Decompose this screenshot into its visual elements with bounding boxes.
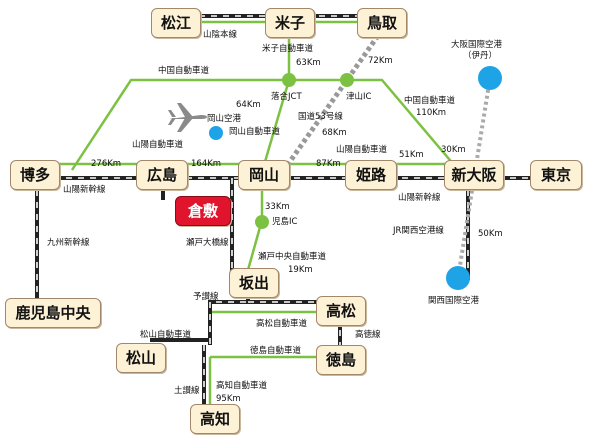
label-tokushima-exp: 徳島自動車道 [250,346,302,356]
label-d30: 30Km [441,145,466,155]
city-kagoshima-chuo[interactable]: 鹿児島中央 [5,298,101,328]
label-d110: 110Km [416,108,447,118]
tsuyama-ic-marker [340,73,354,87]
label-chugoku-west: 中国自動車道 [158,66,210,76]
label-sanin-line: 山陰本線 [203,30,238,40]
label-d51: 51Km [399,150,424,160]
label-dosan: 土讃線 [174,386,200,396]
airplane-icon [168,103,207,132]
label-chugoku-east: 中国自動車道 [404,96,456,106]
label-d50: 50Km [478,229,503,239]
label-route53: 国道53号線 [298,112,343,122]
label-ochiai-jct: 落合JCT [271,92,302,102]
label-kyushu: 九州新幹線 [47,238,90,248]
city-matsue[interactable]: 松江 [151,8,201,38]
label-sanyo-exp-east: 山陽自動車道 [336,145,388,155]
label-itami: （伊丹） [463,51,498,61]
chugoku-expressway [70,78,461,173]
city-sakaide[interactable]: 坂出 [229,268,279,298]
label-jr-kanku: JR関西空港線 [393,226,444,236]
label-shinkansen-west: 山陽新幹線 [63,185,106,195]
city-matsuyama[interactable]: 松山 [116,343,166,373]
label-tsuyama-ic: 津山IC [346,92,372,102]
label-takamatsu-exp: 高松自動車道 [256,319,308,329]
city-tokyo[interactable]: 東京 [530,160,582,190]
label-matsuyama-exp: 松山自動車道 [140,330,192,340]
airport-link [456,77,492,279]
label-d68: 68Km [322,128,347,138]
label-d33: 33Km [265,202,290,212]
label-kojima-ic: 児島IC [272,217,298,227]
label-yonago-exp: 米子自動車道 [262,44,314,54]
route-53 [281,28,385,172]
label-d276: 276Km [91,159,122,169]
city-kurashiki[interactable]: 倉敷 [175,196,231,226]
city-hiroshima[interactable]: 広島 [136,160,188,190]
city-okayama[interactable]: 岡山 [238,160,290,190]
city-shin-osaka[interactable]: 新大阪 [444,160,504,190]
ochiai-jct-marker [282,73,296,87]
city-takamatsu[interactable]: 高松 [316,296,366,326]
okayama-airport-marker [209,126,223,140]
city-yonago[interactable]: 米子 [265,8,315,38]
city-tottori[interactable]: 鳥取 [357,8,407,38]
label-seto-bridge: 瀬戸大橋線 [186,238,229,248]
label-yosan: 予讃線 [193,292,219,302]
label-sanyo-exp-west: 山陽自動車道 [132,140,184,150]
label-seto-exp: 瀬戸中央自動車道 [258,252,327,262]
kansai-airport-marker [446,266,470,290]
city-tokushima[interactable]: 徳島 [316,345,366,375]
label-okayama-airport: 岡山空港 [207,114,242,124]
label-kotoku: 高徳線 [355,330,381,340]
label-d87: 87Km [316,159,341,169]
label-okayama-exp: 岡山自動車道 [229,127,281,137]
label-kochi-exp: 高知自動車道 [216,381,268,391]
label-d63: 63Km [296,58,321,68]
label-kansai-airport: 関西国際空港 [428,296,480,306]
city-himeji[interactable]: 姫路 [345,160,397,190]
osaka-airport-marker [478,66,502,90]
label-shinkansen-east: 山陽新幹線 [398,193,441,203]
label-osaka-airport: 大阪国際空港 [451,40,503,50]
label-d95: 95Km [216,394,241,404]
kojima-ic-marker [255,215,269,229]
label-d164: 164Km [191,159,222,169]
label-d64: 64Km [236,100,261,110]
label-d72: 72Km [368,56,393,66]
okayama-expressway [260,79,291,173]
label-d19: 19Km [288,265,313,275]
city-kochi[interactable]: 高知 [190,404,240,434]
city-hakata[interactable]: 博多 [10,160,60,190]
